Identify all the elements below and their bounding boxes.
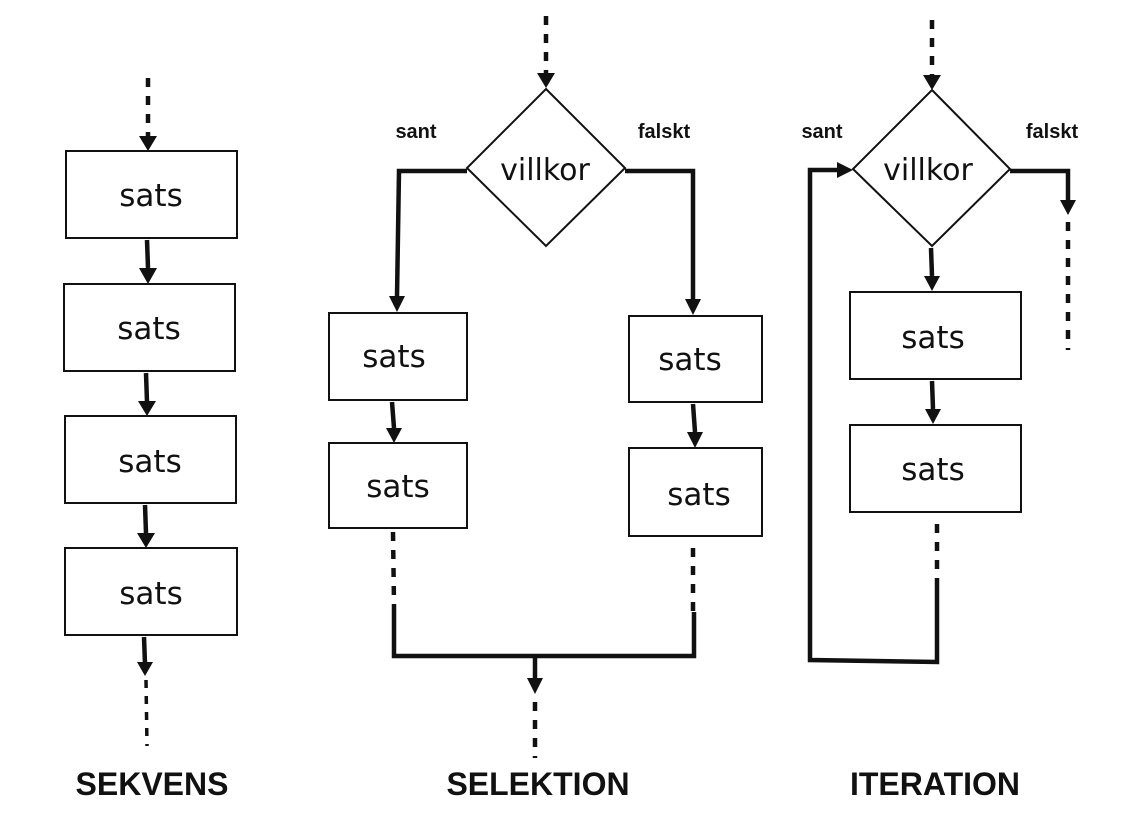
arrowhead <box>137 662 153 676</box>
selection-title: SELEKTION <box>446 766 629 802</box>
statement-box <box>328 312 468 401</box>
statement-box <box>328 442 468 529</box>
statement-label: sats <box>901 320 964 356</box>
statement-box <box>849 424 1022 513</box>
sequence-title: SEKVENS <box>76 766 229 802</box>
flow-line <box>142 504 149 534</box>
statement-label: sats <box>366 469 429 505</box>
false-branch-label: falskt <box>1026 121 1079 143</box>
flow-line <box>141 636 148 665</box>
outgoing-dashed-line <box>144 679 149 747</box>
statement-box <box>65 150 238 239</box>
condition-diamond <box>851 88 1012 248</box>
flow-line <box>389 401 397 429</box>
statement-label: sats <box>118 444 181 480</box>
true-branch-label: sant <box>801 121 842 143</box>
statement-box <box>63 283 236 372</box>
false-branch-line <box>625 168 696 300</box>
statement-label: sats <box>667 477 730 513</box>
false-branch-label: falskt <box>638 121 691 143</box>
dashed-continuation <box>390 531 397 605</box>
statement-box <box>628 315 763 403</box>
iteration-diagram: villkor sant falskt sats sats ITERATION <box>801 20 1078 802</box>
arrowhead <box>837 162 853 178</box>
arrowhead <box>537 73 555 88</box>
arrowhead <box>1060 200 1076 215</box>
arrowhead <box>139 268 157 284</box>
flow-line <box>143 372 150 403</box>
arrowhead <box>137 533 155 548</box>
arrowhead <box>685 299 701 315</box>
arrowhead <box>138 401 156 416</box>
flow-line <box>928 247 935 277</box>
statement-label: sats <box>117 311 180 347</box>
statement-label: sats <box>658 342 721 378</box>
arrowhead <box>925 409 941 424</box>
flow-line <box>929 380 936 410</box>
statement-box <box>849 291 1022 380</box>
statement-box <box>64 547 238 636</box>
statement-box <box>628 447 763 537</box>
arrowhead <box>527 678 543 694</box>
arrowhead <box>924 276 940 291</box>
iteration-title: ITERATION <box>850 766 1020 802</box>
statement-label: sats <box>119 576 182 612</box>
arrowhead <box>386 428 402 443</box>
merge-line <box>391 604 697 659</box>
flow-line <box>690 403 698 433</box>
flow-line <box>144 239 151 269</box>
loop-back-line <box>807 167 940 665</box>
arrowhead <box>389 296 405 312</box>
true-branch-line <box>394 168 467 298</box>
statement-label: sats <box>119 178 182 214</box>
sequence-diagram: sats sats sats sats SEKVENS <box>63 78 238 802</box>
selection-diagram: villkor sant falskt sats sats sats sats … <box>328 16 763 802</box>
condition-diamond <box>465 87 627 248</box>
false-exit-line <box>1010 168 1071 201</box>
statement-label: sats <box>362 339 425 375</box>
condition-label: villkor <box>883 153 973 188</box>
arrowhead <box>923 75 941 90</box>
true-branch-label: sant <box>395 121 436 143</box>
statement-label: sats <box>901 452 964 488</box>
statement-box <box>64 415 237 504</box>
arrowhead <box>687 432 703 448</box>
condition-label: villkor <box>500 153 590 188</box>
arrowhead <box>139 136 157 151</box>
